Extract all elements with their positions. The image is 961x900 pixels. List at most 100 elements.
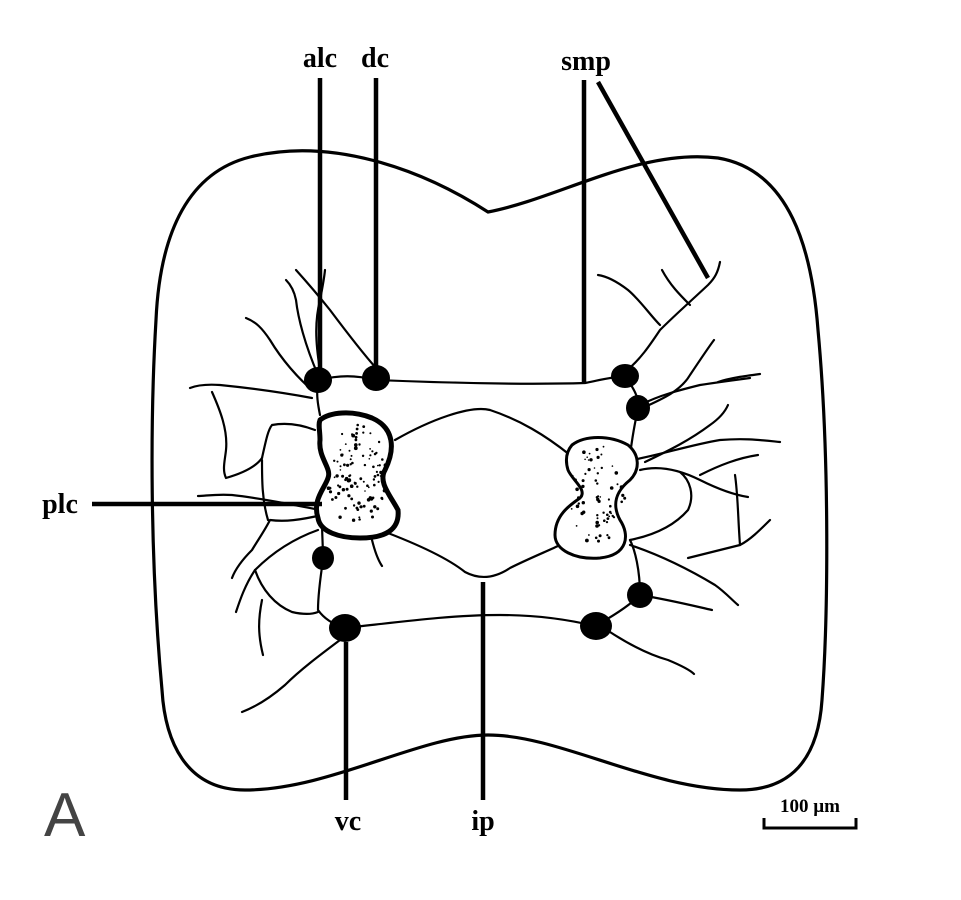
stipple-dot	[350, 497, 354, 501]
stipple-dot	[573, 478, 577, 482]
stipple-dot	[383, 463, 387, 467]
cell-dc	[362, 365, 390, 391]
stipple-dot	[351, 518, 356, 522]
stipple-dot	[611, 465, 614, 467]
label-dc: dc	[361, 43, 389, 74]
stipple-dot	[355, 432, 358, 435]
stipple-dot	[366, 484, 369, 488]
stipple-dot	[620, 500, 623, 504]
stipple-dot	[336, 460, 339, 463]
stipple-dot	[373, 505, 377, 509]
stipple-dot	[623, 496, 627, 500]
ganglion-stipple	[326, 423, 627, 543]
stipple-dot	[341, 488, 346, 492]
stipple-dot	[373, 483, 376, 487]
stipple-dot	[612, 516, 615, 518]
stipple-dot	[371, 450, 374, 453]
stipple-dot	[363, 463, 367, 467]
stipple-dot	[346, 463, 350, 467]
stipple-dot	[356, 423, 360, 427]
stipple-dot	[353, 446, 358, 451]
stipple-dot	[358, 443, 361, 446]
cell-right-ventral	[580, 612, 612, 640]
stipple-dot	[362, 425, 366, 428]
stipple-dot	[362, 480, 365, 483]
stipple-dot	[368, 458, 371, 460]
stipple-dot	[375, 470, 378, 473]
stipple-dot	[598, 534, 602, 538]
label-vc: vc	[335, 806, 361, 837]
stipple-dot	[593, 467, 596, 469]
stipple-dot	[381, 497, 384, 501]
stipple-dot	[358, 518, 361, 521]
stipple-dot	[610, 512, 612, 515]
stipple-dot	[366, 498, 371, 502]
stipple-dot	[584, 472, 587, 475]
stipple-dot	[594, 479, 598, 482]
stipple-dot	[607, 498, 611, 501]
stipple-dot	[326, 486, 331, 491]
stipple-dot	[349, 463, 352, 466]
stipple-dot	[373, 475, 377, 478]
stipple-dot	[362, 431, 365, 434]
stipple-dot	[339, 469, 342, 471]
leader-lines	[92, 78, 710, 800]
stipple-dot	[581, 479, 585, 483]
stipple-dot	[369, 454, 372, 457]
stipple-dot	[581, 501, 585, 505]
stipple-dot	[614, 471, 619, 475]
stipple-dot	[352, 504, 356, 507]
stipple-dot	[607, 536, 611, 540]
stipple-dot	[608, 515, 611, 518]
stipple-dot	[586, 456, 588, 459]
scale-bar-label: 100 µm	[780, 796, 840, 817]
stipple-dot	[606, 534, 609, 537]
cell-right-lateral	[627, 582, 653, 608]
stipple-dot	[572, 475, 574, 477]
stipple-dot	[602, 511, 605, 514]
stipple-dot	[341, 432, 344, 436]
stipple-dot	[359, 477, 363, 481]
stipple-dot	[348, 449, 351, 452]
cell-smp-lower	[626, 395, 650, 421]
stipple-dot	[338, 515, 342, 519]
stipple-dot	[596, 472, 599, 475]
stipple-dot	[596, 455, 600, 459]
stipple-dot	[354, 443, 358, 447]
stipple-dot	[599, 496, 602, 498]
stipple-dot	[371, 496, 375, 500]
body-outline	[150, 149, 829, 792]
stipple-dot	[369, 509, 373, 513]
stipple-dot	[377, 464, 379, 467]
stipple-dot	[361, 454, 365, 457]
cell-left-lateral	[312, 546, 334, 570]
stipple-dot	[344, 443, 347, 445]
panel-label: A	[44, 781, 86, 850]
stipple-dot	[589, 458, 593, 462]
stipple-dot	[375, 451, 378, 455]
stipple-dot	[596, 482, 599, 485]
stipple-dot	[379, 475, 382, 477]
stipple-dot	[333, 476, 336, 479]
stipple-dot	[621, 486, 625, 489]
stipple-dot	[595, 524, 599, 528]
stipple-dot	[335, 474, 339, 478]
stipple-dot	[605, 521, 609, 524]
stipple-dot	[354, 435, 358, 439]
stipple-dot	[344, 506, 347, 510]
stipple-dot	[570, 508, 573, 510]
stipple-dot	[338, 485, 342, 489]
cell-smp-upper	[611, 364, 639, 388]
stipple-dot	[326, 473, 330, 477]
stipple-dot	[584, 458, 586, 461]
stipple-dot	[358, 516, 361, 519]
stipple-dot	[602, 445, 605, 448]
cell-vc	[329, 614, 361, 642]
stipple-dot	[575, 525, 578, 527]
stipple-dot	[347, 494, 351, 498]
stipple-dot	[354, 438, 358, 442]
scale-bar-line	[762, 818, 858, 830]
stipple-dot	[575, 504, 580, 509]
stipple-dot	[328, 490, 333, 494]
nerve-network	[188, 260, 782, 714]
